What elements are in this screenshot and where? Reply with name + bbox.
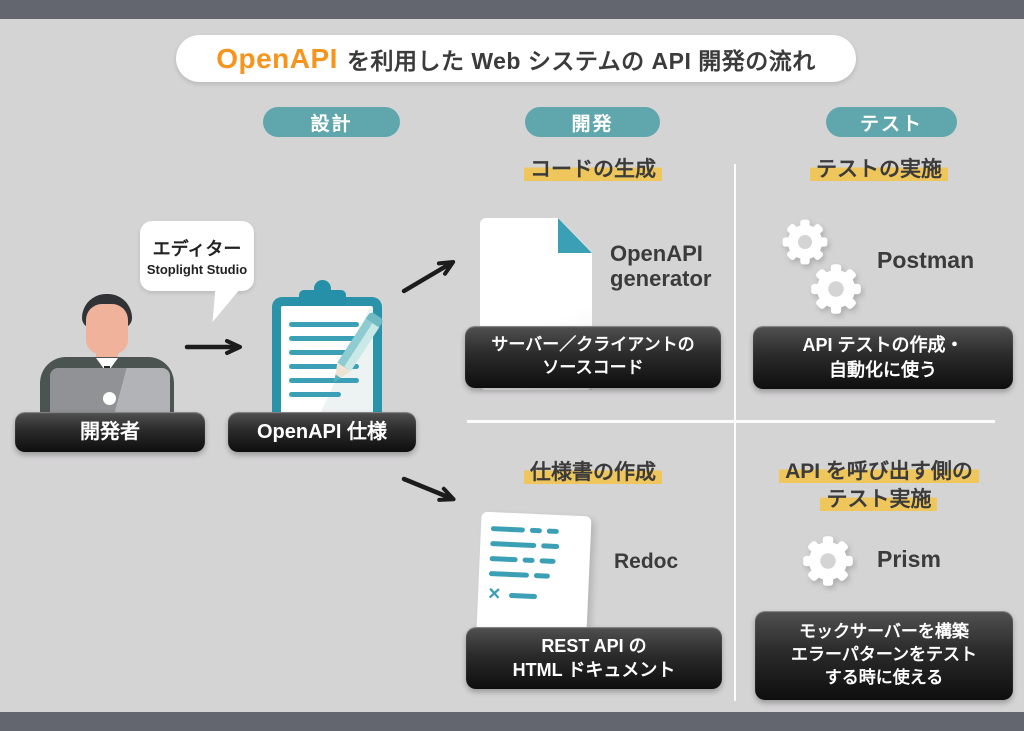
- gear-icon: [782, 219, 828, 265]
- plate-text: API テストの作成・: [802, 335, 964, 356]
- developer-label-plate: 開発者: [15, 412, 205, 452]
- heading-text: テストの実施: [810, 158, 948, 181]
- heading-mock: API を呼び出す側の テスト実施: [779, 459, 979, 514]
- heading-text: テスト実施: [820, 488, 938, 512]
- clipboard-text-line: [289, 350, 359, 355]
- bottom-frame-bar: [0, 712, 1024, 731]
- bubble-subtitle: Stoplight Studio: [146, 262, 248, 277]
- tool-name-postman: Postman: [877, 247, 975, 273]
- document-lines-icon: ×: [476, 511, 592, 637]
- arrow-spec-to-codegen: [401, 259, 456, 294]
- clipboard-clip: [299, 290, 346, 306]
- heading-docs: 仕様書の作成: [524, 460, 662, 486]
- page-title: OpenAPI を利用した Web システムの API 開発の流れ: [176, 35, 856, 82]
- clipboard-text-line: [289, 322, 359, 327]
- gear-icon: [803, 536, 853, 586]
- title-rest-text: を利用した Web システムの API 開発の流れ: [346, 47, 816, 74]
- heading-text: 仕様書の作成: [524, 461, 662, 484]
- arrow-spec-to-docs: [401, 476, 456, 502]
- editor-speech-bubble: エディター Stoplight Studio: [140, 221, 254, 291]
- heading-testing: テストの実施: [810, 157, 948, 183]
- plate-text: HTML ドキュメント: [512, 660, 676, 680]
- laptop-logo: [103, 392, 116, 405]
- phase-badge-design: 設計: [263, 107, 400, 137]
- x-mark-icon: ×: [487, 582, 501, 606]
- plate-text: REST API の: [541, 635, 647, 656]
- heading-text: コードの生成: [524, 158, 662, 181]
- speech-bubble-tail: [212, 289, 240, 322]
- plate-text: 開発者: [80, 420, 140, 443]
- codegen-output-plate: サーバー／クライアントの ソースコード: [465, 326, 721, 388]
- plate-text: OpenAPI 仕様: [256, 420, 387, 443]
- mock-output-plate: モックサーバーを構築 エラーパターンをテスト する時に使える: [755, 611, 1013, 700]
- phase-badge-label: 開発: [571, 113, 614, 135]
- clipboard-text-line: [289, 336, 359, 341]
- openapi-spec-plate: OpenAPI 仕様: [228, 412, 416, 452]
- doc-row: [488, 570, 579, 580]
- clipboard-text-line: [289, 392, 341, 397]
- doc-row: [490, 525, 581, 535]
- laptop-icon: [50, 368, 170, 413]
- plate-text: モックサーバーを構築: [799, 622, 969, 642]
- tool-name-prism: Prism: [877, 546, 941, 572]
- testing-output-plate: API テストの作成・ 自動化に使う: [753, 326, 1013, 389]
- clipboard-text-line: [289, 378, 359, 383]
- phase-badge-development: 開発: [525, 107, 660, 137]
- tool-name-line: generator: [610, 265, 712, 291]
- horizontal-divider: [467, 420, 995, 423]
- developer-face: [86, 304, 128, 354]
- heading-text: API を呼び出す側の: [779, 460, 979, 483]
- bubble-title: エディター: [152, 239, 242, 259]
- tool-name-redoc: Redoc: [614, 550, 679, 573]
- gear-icon: [811, 264, 861, 314]
- top-frame-bar: [0, 0, 1024, 19]
- plate-text: エラーパターンをテスト: [791, 645, 977, 665]
- docs-output-plate: REST API の HTML ドキュメント: [466, 627, 722, 689]
- plate-text: する時に使える: [824, 667, 944, 687]
- plate-text: サーバー／クライアントの: [491, 335, 695, 355]
- phase-badge-test: テスト: [826, 107, 957, 137]
- doc-row-x: ×: [487, 582, 578, 606]
- clipboard-text-line: [289, 364, 359, 369]
- phase-badge-label: テスト: [859, 113, 923, 135]
- plate-text: 自動化に使う: [829, 359, 937, 380]
- tool-name-line: OpenAPI: [610, 241, 703, 266]
- plate-text: ソースコード: [542, 358, 644, 377]
- doc-row: [489, 555, 580, 565]
- phase-badge-label: 設計: [310, 113, 353, 135]
- title-brand-text: OpenAPI: [216, 42, 338, 74]
- doc-row: [490, 540, 580, 550]
- tool-name-openapi-generator: OpenAPI generator: [610, 241, 712, 291]
- vertical-divider: [734, 164, 736, 701]
- heading-codegen: コードの生成: [524, 157, 662, 183]
